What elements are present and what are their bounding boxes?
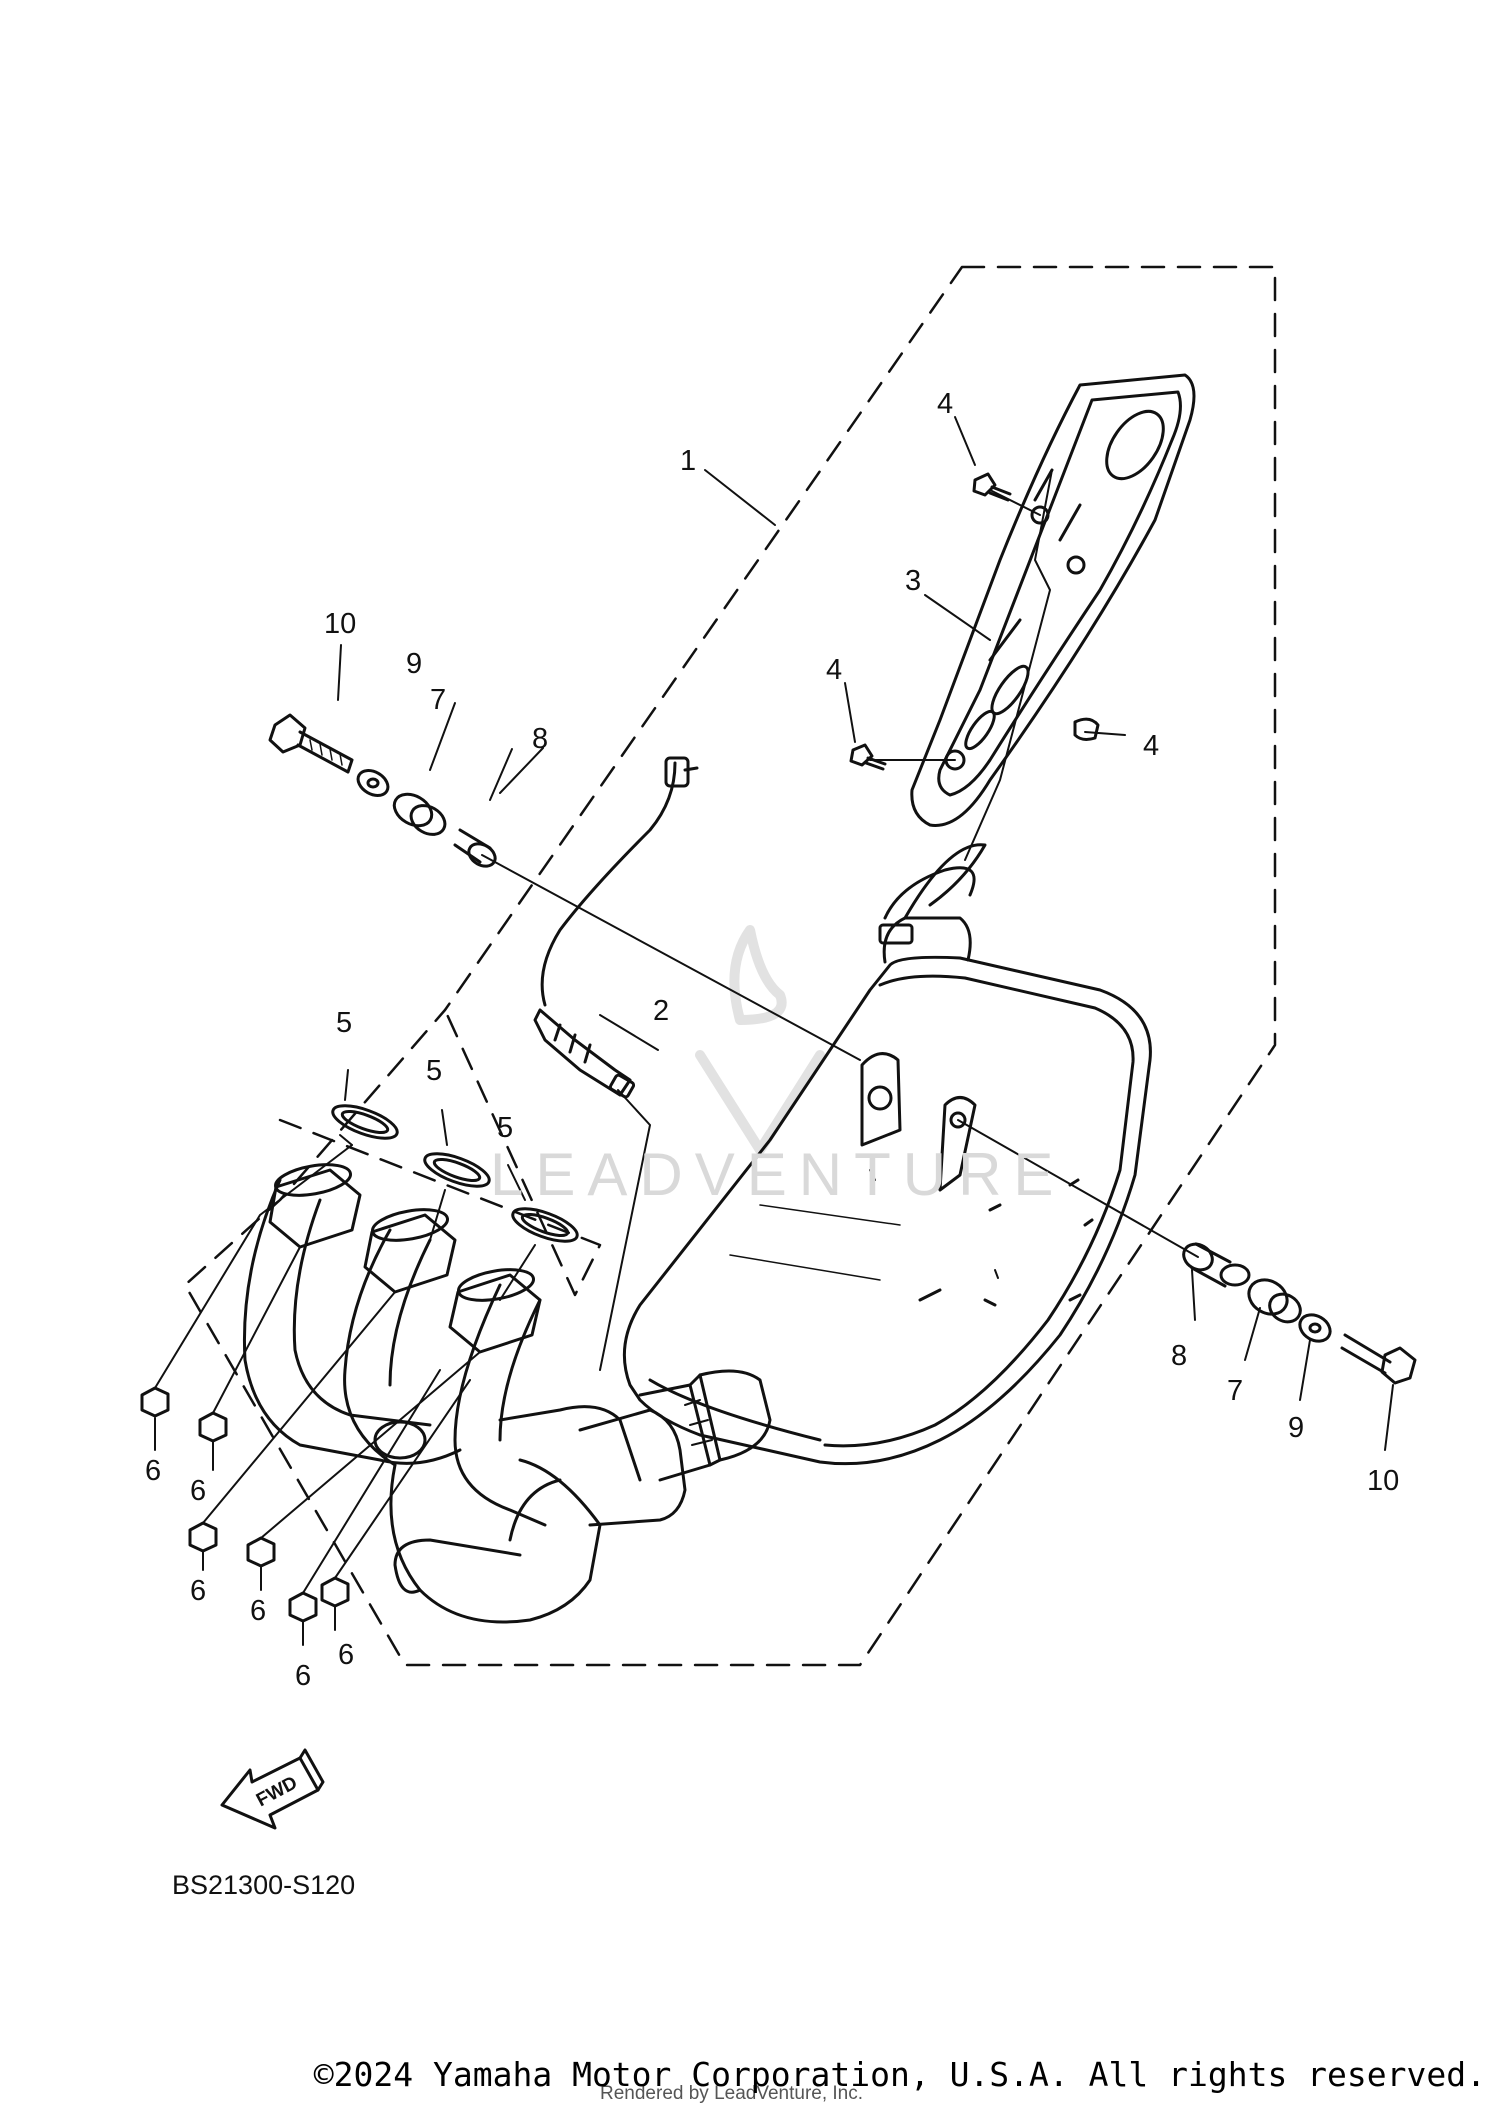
callout-8a: 8	[532, 723, 548, 755]
callout-7b: 7	[1227, 1375, 1243, 1407]
gasket-5	[331, 1104, 579, 1243]
callout-4c: 4	[1143, 730, 1159, 762]
callout-6a: 6	[145, 1455, 161, 1487]
callouts: 1 2 3 4 4 4 5 5 5 6 6 6 6 6 6 7 7 8 8 9 …	[145, 388, 1399, 1692]
leader-lines	[154, 416, 1394, 1646]
header-flanges	[268, 1163, 542, 1354]
callout-4a: 4	[937, 388, 953, 420]
header-subgroup-boundary	[278, 1008, 602, 1297]
diagram-code: BS21300-S120	[172, 1870, 355, 1900]
heat-shield	[910, 373, 1196, 827]
callout-6d: 6	[250, 1595, 266, 1627]
copyright-notice: ©2024 Yamaha Motor Corporation, U.S.A. A…	[313, 2055, 1486, 2094]
callout-6f: 6	[338, 1639, 354, 1671]
callout-5a: 5	[336, 1007, 352, 1039]
flange-nut-6	[140, 1386, 350, 1623]
callout-1: 1	[680, 445, 696, 477]
assembly-lines	[154, 469, 1199, 1594]
fwd-arrow-icon	[220, 1748, 325, 1830]
exhaust-headers	[242, 1178, 772, 1624]
callout-9a: 9	[406, 648, 422, 680]
callout-3: 3	[905, 565, 921, 597]
right-mount-hardware	[1182, 1242, 1417, 1385]
assembly-boundary	[183, 265, 1277, 1667]
callout-6c: 6	[190, 1575, 206, 1607]
callout-5b: 5	[426, 1055, 442, 1087]
callout-6b: 6	[190, 1475, 206, 1507]
muffler	[622, 843, 1152, 1466]
watermark-text: LEADVENTURE	[490, 1141, 1065, 1208]
callout-10a: 10	[324, 608, 356, 640]
callout-8b: 8	[1171, 1340, 1187, 1372]
rendered-by-credit: Rendered by LeadVenture, Inc.	[600, 2083, 864, 2104]
callout-5c: 5	[497, 1112, 513, 1144]
o2-sensor	[533, 756, 699, 1099]
watermark-logo	[695, 925, 825, 1155]
callout-4b: 4	[826, 654, 842, 686]
callout-2: 2	[653, 995, 669, 1027]
callout-9b: 9	[1288, 1412, 1304, 1444]
callout-6e: 6	[295, 1660, 311, 1692]
callout-10b: 10	[1367, 1465, 1399, 1497]
left-mount-hardware	[268, 713, 497, 868]
callout-7a: 7	[430, 684, 446, 716]
